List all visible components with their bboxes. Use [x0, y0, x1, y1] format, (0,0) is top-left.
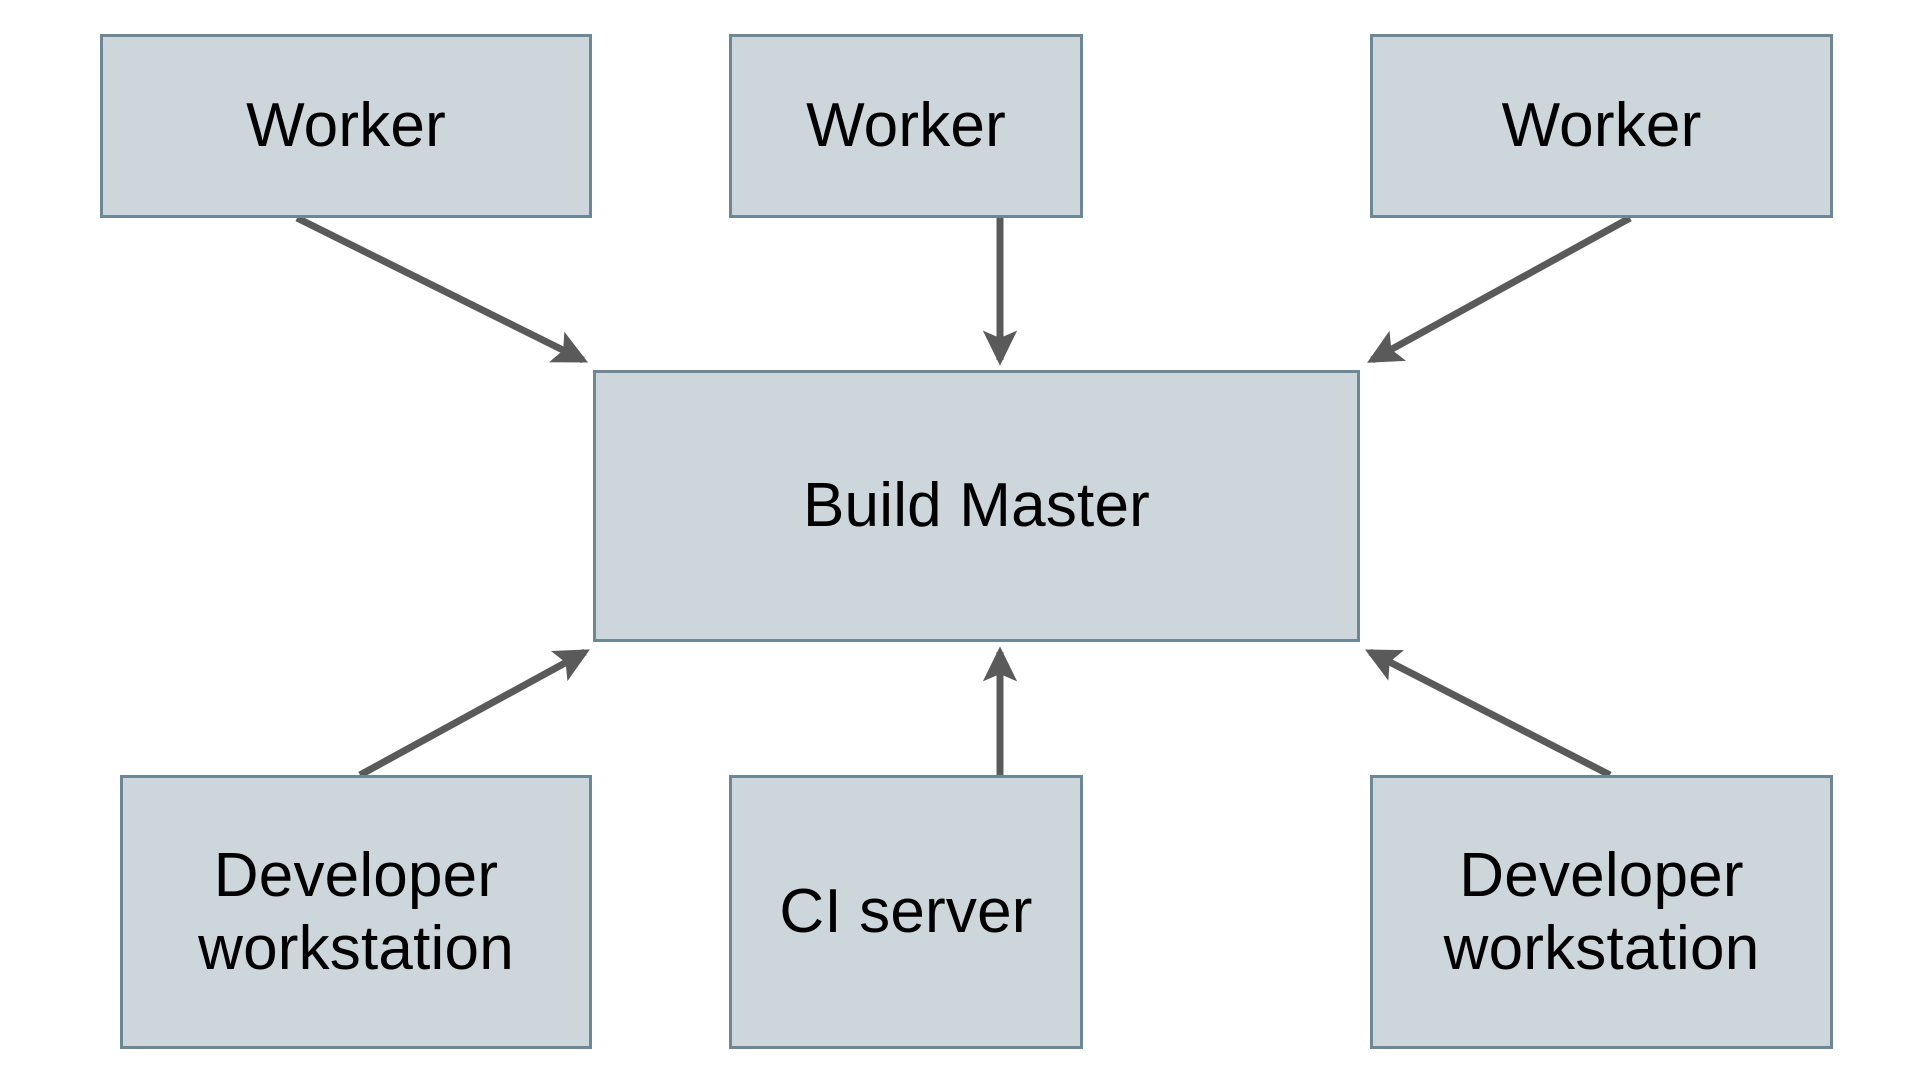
node-worker-middle-label: Worker	[806, 91, 1006, 161]
node-worker-right[interactable]: Worker	[1370, 34, 1833, 218]
edge-worker-right-to-build-master	[1367, 214, 1632, 364]
node-developer-workstation-left[interactable]: Developer workstation	[120, 775, 592, 1049]
edge-dev-right-to-build-master	[1365, 648, 1612, 779]
node-ci-server[interactable]: CI server	[729, 775, 1083, 1049]
edge-worker-left-to-build-master	[295, 214, 589, 364]
node-developer-workstation-right[interactable]: Developer workstation	[1370, 775, 1833, 1049]
node-build-master-label: Build Master	[803, 471, 1150, 541]
node-worker-middle[interactable]: Worker	[729, 34, 1083, 218]
node-worker-left-label: Worker	[246, 91, 446, 161]
node-developer-workstation-left-label: Developer workstation	[198, 840, 514, 983]
node-worker-left[interactable]: Worker	[100, 34, 592, 218]
node-developer-workstation-right-label: Developer workstation	[1443, 840, 1760, 983]
node-build-master[interactable]: Build Master	[593, 370, 1360, 642]
edge-dev-left-to-build-master	[358, 648, 590, 779]
node-ci-server-label: CI server	[779, 877, 1033, 947]
node-worker-right-label: Worker	[1501, 91, 1702, 161]
